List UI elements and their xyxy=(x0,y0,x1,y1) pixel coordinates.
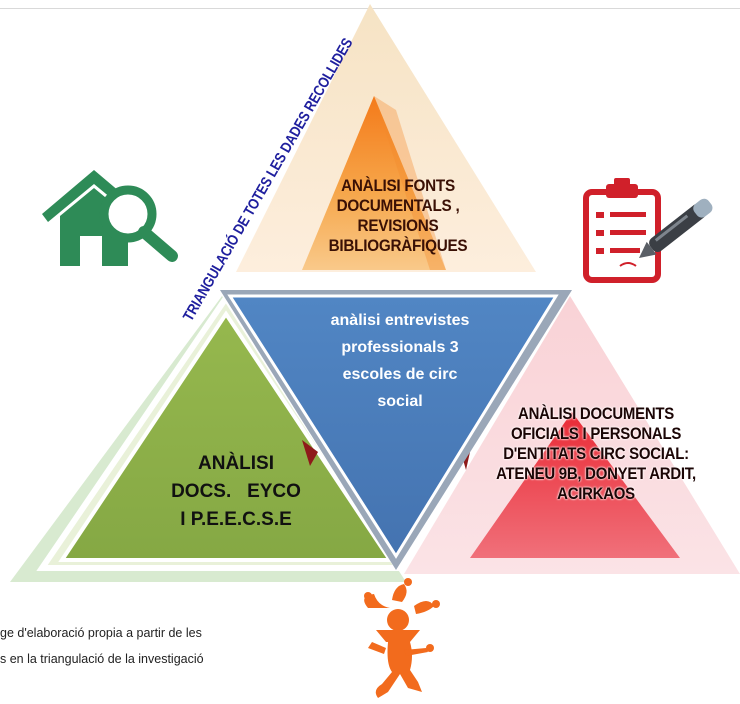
triangle-top-inner xyxy=(302,96,446,270)
figure-caption: ge d'elaboració propia a partir de les s… xyxy=(0,620,340,672)
left-line-2: DOCS. EYCO xyxy=(171,481,301,502)
triangle-top-shadow xyxy=(374,96,446,270)
triangle-left-label: ANÀLISI DOCS. EYCO I P.E.E.C.S.E xyxy=(128,450,344,534)
triangle-right-inner xyxy=(470,412,680,558)
left-line-3: I P.E.E.C.S.E xyxy=(180,509,292,530)
house-search-icon xyxy=(42,170,178,266)
caption-line-1: ge d'elaboració propia a partir de les xyxy=(0,626,202,640)
triangle-top-label: ANÀLISI FONTS DOCUMENTALS , REVISIONS BI… xyxy=(328,176,468,255)
triangle-center xyxy=(227,294,559,559)
triangle-left-arrow-tip xyxy=(302,440,318,466)
center-line-1: anàlisi entrevistes xyxy=(330,312,470,329)
center-line-2: professionals 3 xyxy=(341,339,459,356)
jester-icon xyxy=(364,578,440,698)
clipboard-pen-icon xyxy=(583,178,713,283)
triangle-center-label: anàlisi entrevistes professionals 3 esco… xyxy=(290,307,510,415)
triangle-right-label: ANÀLISI DOCUMENTS OFICIALS I PERSONALS D… xyxy=(496,404,696,503)
caption-line-2: s en la triangulació de la investigació xyxy=(0,652,204,666)
center-line-4: social xyxy=(377,393,423,410)
triangle-left-inner xyxy=(58,310,394,562)
left-line-1: ANÀLISI xyxy=(198,453,274,474)
center-line-3: escoles de circ xyxy=(342,366,458,383)
